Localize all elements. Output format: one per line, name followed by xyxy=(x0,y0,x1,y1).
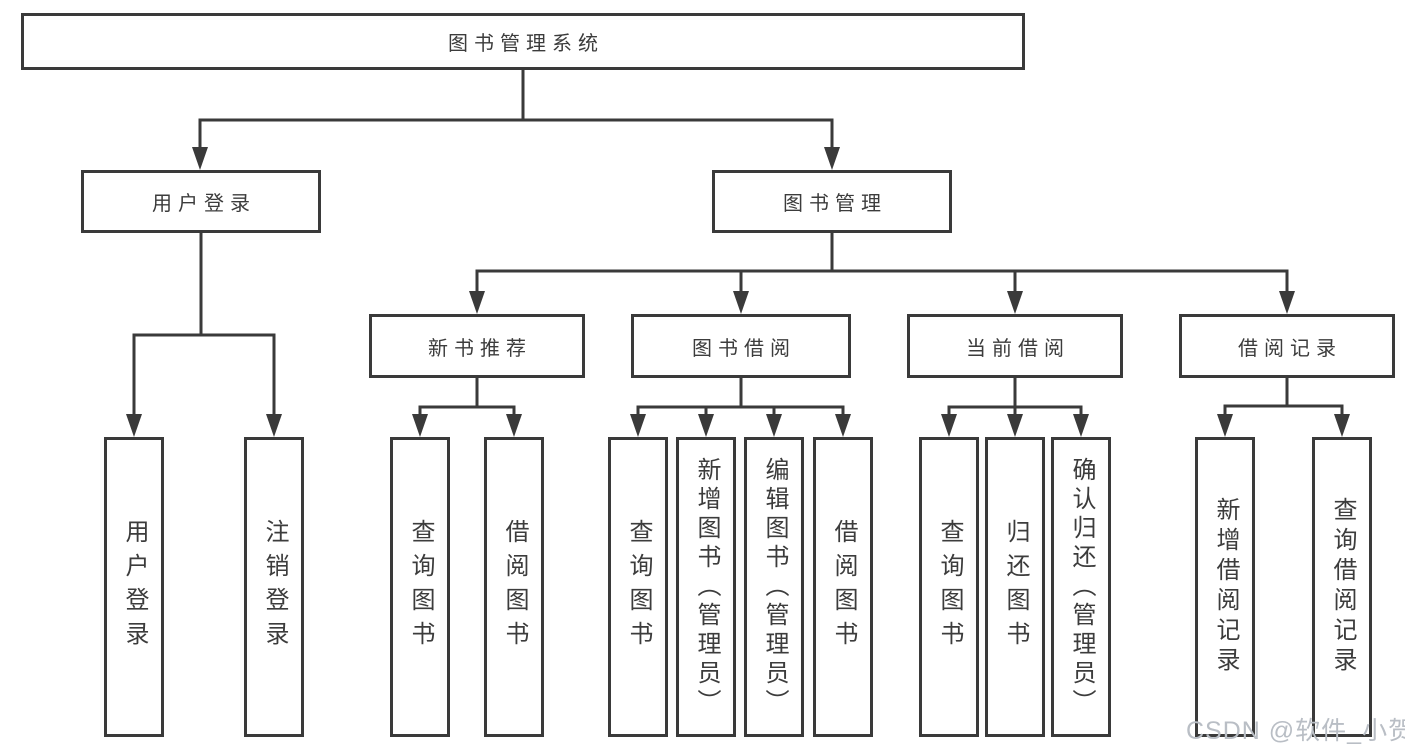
leaf-query-books-recommend-label: 查询图书 xyxy=(407,519,434,655)
leaf-user-login: 用户登录 xyxy=(104,437,164,737)
leaf-edit-book-admin-label: 编辑图书（管理员） xyxy=(761,456,788,718)
node-borrow-records: 借阅记录 xyxy=(1179,314,1395,378)
node-root-system: 图书管理系统 xyxy=(21,13,1025,70)
node-borrow-records-label: 借阅记录 xyxy=(1238,337,1342,360)
node-book-management-label: 图书管理 xyxy=(783,193,887,215)
leaf-borrow-books-recommend: 借阅图书 xyxy=(484,437,544,737)
leaf-logout-label: 注销登录 xyxy=(261,519,288,655)
leaf-query-borrow-record-label: 查询借阅记录 xyxy=(1329,497,1356,677)
csdn-watermark: CSDN @软件_小贺同学 xyxy=(1186,717,1405,745)
node-current-borrowing-label: 当前借阅 xyxy=(966,337,1070,360)
leaf-return-book: 归还图书 xyxy=(985,437,1045,737)
node-user-login-label: 用户登录 xyxy=(152,193,256,215)
leaf-logout: 注销登录 xyxy=(244,437,304,737)
leaf-add-borrow-record: 新增借阅记录 xyxy=(1195,437,1255,737)
leaf-confirm-return-admin: 确认归还（管理员） xyxy=(1051,437,1111,737)
leaf-add-book-admin-label: 新增图书（管理员） xyxy=(693,456,720,718)
leaf-query-books-borrowing-label: 查询图书 xyxy=(625,519,652,655)
leaf-query-books-current: 查询图书 xyxy=(919,437,979,737)
node-book-borrowing-label: 图书借阅 xyxy=(692,337,796,360)
leaf-return-book-label: 归还图书 xyxy=(1002,519,1029,655)
node-new-book-recommend: 新书推荐 xyxy=(369,314,585,378)
leaf-borrow-books-recommend-label: 借阅图书 xyxy=(501,519,528,655)
node-user-login: 用户登录 xyxy=(81,170,321,233)
leaf-query-books-borrowing: 查询图书 xyxy=(608,437,668,737)
leaf-query-borrow-record: 查询借阅记录 xyxy=(1312,437,1372,737)
leaf-query-books-recommend: 查询图书 xyxy=(390,437,450,737)
leaf-user-login-label: 用户登录 xyxy=(121,519,148,655)
node-current-borrowing: 当前借阅 xyxy=(907,314,1123,378)
leaf-query-books-current-label: 查询图书 xyxy=(936,519,963,655)
leaf-borrow-books-borrowing-label: 借阅图书 xyxy=(830,519,857,655)
leaf-edit-book-admin: 编辑图书（管理员） xyxy=(744,437,804,737)
leaf-confirm-return-admin-label: 确认归还（管理员） xyxy=(1068,456,1095,718)
node-root-system-label: 图书管理系统 xyxy=(448,33,604,55)
node-book-management: 图书管理 xyxy=(712,170,952,233)
leaf-add-borrow-record-label: 新增借阅记录 xyxy=(1212,497,1239,677)
leaf-borrow-books-borrowing: 借阅图书 xyxy=(813,437,873,737)
node-book-borrowing: 图书借阅 xyxy=(631,314,851,378)
node-new-book-recommend-label: 新书推荐 xyxy=(428,337,532,360)
leaf-add-book-admin: 新增图书（管理员） xyxy=(676,437,736,737)
